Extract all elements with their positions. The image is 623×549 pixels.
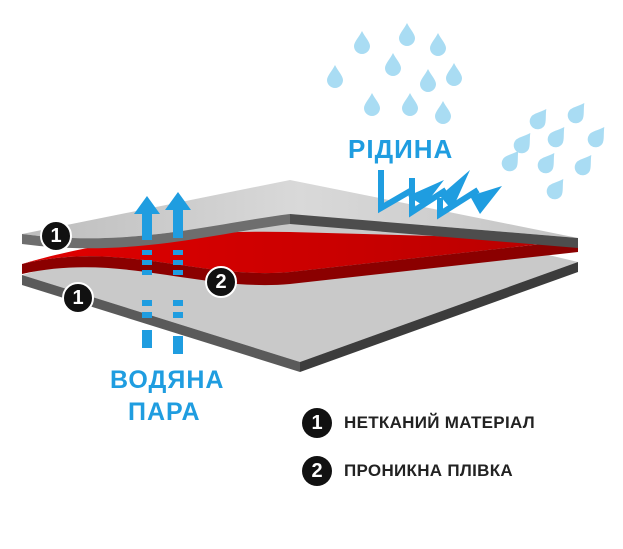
water-drop-icon — [446, 63, 462, 86]
water-drop-icon — [546, 178, 564, 200]
vapor-arrow-right — [165, 192, 191, 354]
water-drop-icon — [537, 152, 555, 174]
marker-bottom-fabric: 1 — [62, 282, 94, 314]
water-drop-icon — [399, 23, 415, 46]
water-drop-icon — [529, 108, 547, 130]
top-fabric-layer — [22, 180, 578, 249]
water-drop-icon — [574, 154, 592, 176]
liquid-arrow-1 — [378, 170, 414, 214]
marker-top-number: 1 — [50, 224, 62, 247]
liquid-arrow-3 — [437, 187, 480, 220]
water-drop-icon — [364, 93, 380, 116]
marker-membrane-number: 2 — [215, 270, 227, 293]
legend-badge-2: 2 — [302, 456, 332, 486]
water-drop-icon — [327, 65, 343, 88]
vapor-label-line1: ВОДЯНА — [110, 366, 225, 394]
marker-membrane: 2 — [205, 266, 237, 298]
water-drop-icon — [435, 101, 451, 124]
water-drop-icon — [385, 53, 401, 76]
vapor-arrows — [134, 192, 191, 354]
water-drop-icon — [430, 33, 446, 56]
vapor-label-line2: ПАРА — [128, 398, 201, 426]
legend-text-1: НЕТКАНИЙ МАТЕРІАЛ — [344, 413, 535, 432]
legend-badge-1: 1 — [302, 408, 332, 438]
legend-item-nonwoven: 1 НЕТКАНИЙ МАТЕРІАЛ — [302, 408, 535, 438]
water-drop-icon — [513, 132, 531, 154]
water-drop-icon — [587, 126, 605, 148]
liquid-arrows — [378, 170, 502, 220]
marker-top-fabric: 1 — [40, 220, 72, 252]
water-drops — [327, 23, 605, 200]
legend-item-membrane: 2 ПРОНИКНА ПЛІВКА — [302, 456, 513, 486]
marker-bottom-number: 1 — [72, 286, 84, 309]
liquid-label: РІДИНА — [348, 134, 454, 164]
water-drop-icon — [501, 150, 519, 172]
water-drop-icon — [547, 126, 565, 148]
legend-text-2: ПРОНИКНА ПЛІВКА — [344, 461, 514, 480]
vapor-arrow-left — [134, 196, 160, 348]
liquid-arrow-2 — [409, 178, 448, 218]
water-drop-icon — [402, 93, 418, 116]
water-drop-icon — [567, 102, 585, 124]
water-drop-icon — [354, 31, 370, 54]
water-drop-icon — [420, 69, 436, 92]
